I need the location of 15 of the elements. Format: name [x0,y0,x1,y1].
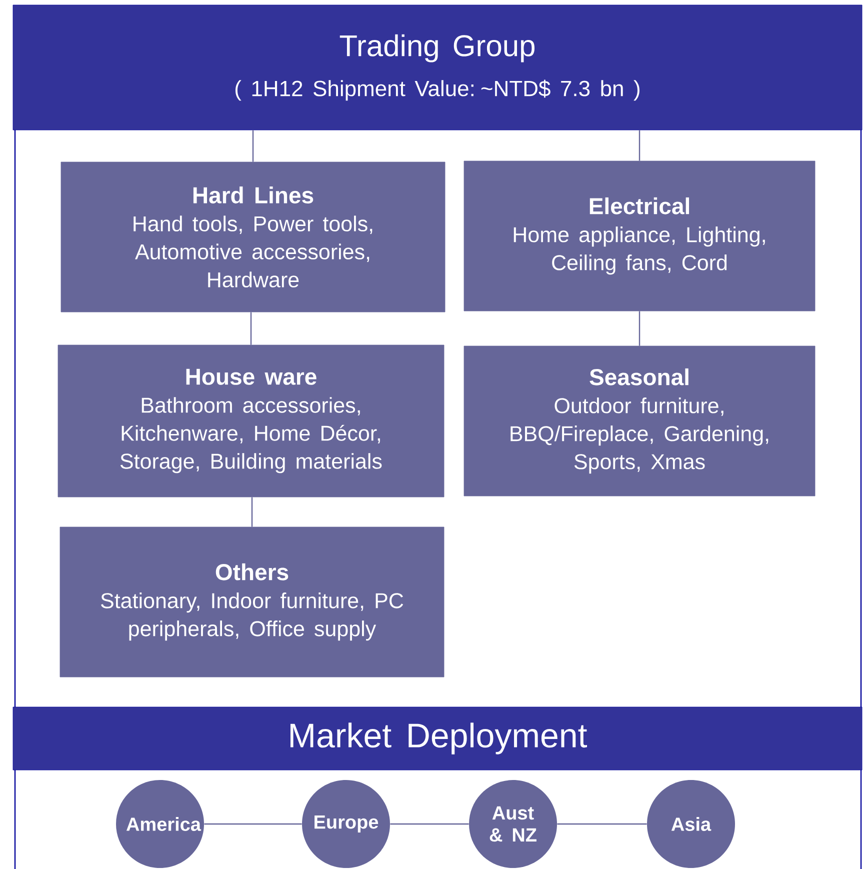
connector-line [557,823,647,825]
connector-line [638,130,640,161]
connector-line [638,311,640,346]
connector-line [250,312,252,345]
connector-line [252,130,254,162]
connector-line [251,497,253,527]
category-box: House ware Bathroom accessories, Kitchenware, Home Décor, Storage, Building materials [58,344,444,498]
header-band: Market Deployment [12,706,862,770]
header-band: Trading Group ( 1H12 Shipment Value: ~NTD$ 7.3 bn ) [12,4,862,130]
connector-line [390,823,469,825]
category-box: Hard Lines Hand tools, Power tools, Automotive accessories, Hardware [60,162,446,312]
category-box: Others Stationary, Indoor furniture, PC peripherals, Office supply [60,526,444,678]
category-box: Seasonal Outdoor furniture, BBQ/Fireplace, Gardening, Sports, Xmas [464,346,816,496]
category-box: Electrical Home appliance, Lighting, Ceiling fans, Cord [464,160,816,312]
connector-line [204,823,302,825]
